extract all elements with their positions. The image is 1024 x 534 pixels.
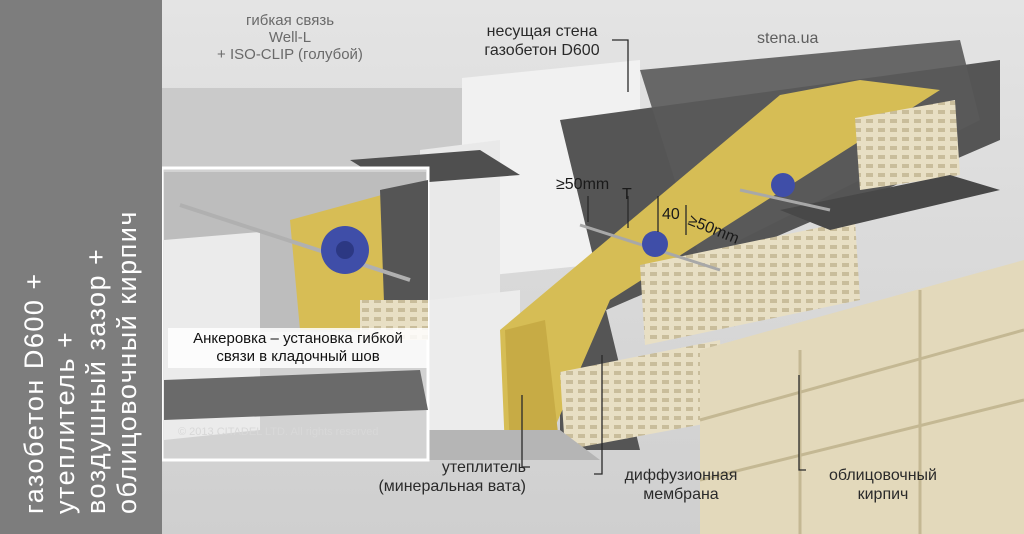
dimension-air-gap: ≥50mm — [556, 176, 610, 193]
iso-clip — [642, 231, 668, 257]
dimension-thickness: T — [622, 186, 632, 203]
flexible-tie-label: гибкая связь Well-L + ISO-CLIP (голубой) — [217, 12, 363, 63]
title-line: утеплитель + — [50, 330, 80, 514]
inset-mortar — [164, 370, 428, 420]
dimension-40: 40 — [660, 206, 682, 224]
facing-brick-lower — [560, 340, 725, 450]
title-line: воздушный зазор + — [81, 247, 111, 514]
title-line: облицовочный кирпич — [112, 210, 142, 514]
facing-brick-middle — [640, 220, 860, 345]
vertical-title: газобетон D600 + утеплитель + воздушный … — [0, 0, 162, 534]
leader-lines — [521, 39, 806, 475]
iso-clip-upper — [771, 173, 795, 197]
facing-brick-label: облицовочный кирпич — [829, 467, 937, 503]
inset-tie — [179, 203, 411, 282]
copyright-notice: © 2013 CITADEL LTD. All rights reserved — [178, 426, 379, 438]
load-bearing-wall-label: несущая стена газобетон D600 — [484, 23, 600, 59]
membrane-label: диффузионная мембрана — [624, 467, 738, 503]
insulation-label: утеплитель (минеральная вата) — [378, 459, 526, 495]
title-line: газобетон D600 + — [19, 272, 49, 514]
inset-caption: Анкеровка – установка гибкой связи в кла… — [168, 328, 428, 368]
title-sidebar: газобетон D600 + утеплитель + воздушный … — [0, 0, 162, 534]
facing-brick-wall — [700, 260, 1024, 534]
aerated-concrete-front — [430, 290, 520, 460]
facing-brick-top — [855, 100, 960, 190]
insulation-edge — [505, 320, 560, 450]
inset-membrane — [380, 180, 428, 330]
site-watermark: stena.ua — [757, 30, 819, 47]
flexible-tie-upper — [739, 188, 831, 212]
inset-clip-hub — [336, 241, 354, 259]
brick-joints — [699, 290, 1024, 534]
brick-mortar — [780, 175, 1000, 230]
